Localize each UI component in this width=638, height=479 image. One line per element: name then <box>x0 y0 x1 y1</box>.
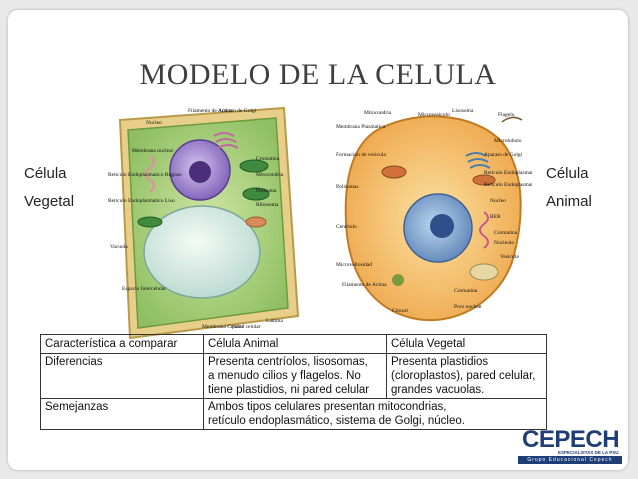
table-header-cell: Característica a comparar <box>40 334 204 354</box>
page-title: MODELO DE LA CELULA <box>139 58 497 91</box>
table-cell: Diferencias <box>40 353 204 399</box>
table-cell: Semejanzas <box>40 398 204 430</box>
lysosome <box>392 274 404 286</box>
diagram-label: Filamento de Actina <box>342 282 387 288</box>
diagram-label: Flagelo <box>498 112 515 118</box>
animal-caption-line-2: Animal <box>546 193 592 210</box>
diagram-label: Aparato de Golgi <box>484 152 523 158</box>
animal-cell-caption: Célula Animal <box>546 160 592 216</box>
diagram-label: Mitocondria <box>256 172 284 178</box>
diagram-label: Cromatina <box>494 230 518 236</box>
diagram-label: Reticulo Endoplasmatico Rugoso <box>484 182 532 188</box>
diagram-label: Vacuola <box>110 244 128 250</box>
vacuole <box>143 205 261 299</box>
table-header-cell: Célula Animal <box>203 334 387 354</box>
animal-cell-diagram: Mitocondria MicrovesiculoLisosomaFlageloM… <box>336 108 532 322</box>
plant-cell-caption: Célula Vegetal <box>24 160 74 216</box>
diagram-label: Espacio Intercelular <box>122 286 166 292</box>
nucleolus <box>189 161 211 183</box>
mitochondrion <box>381 165 407 179</box>
cell-line: Presenta centríolos, lisosomas, <box>208 356 368 368</box>
diagram-label: Cromatina <box>256 156 280 162</box>
chloroplast <box>242 187 270 201</box>
diagram-label: Reticulo Endoplasmatico Liso <box>484 170 532 176</box>
diagram-label: Formacion de vesicula <box>336 152 386 158</box>
diagram-label: Nucleo <box>490 198 506 204</box>
diagram-label: Reticulo Endoplasmatico Rugoso <box>108 172 182 178</box>
diagram-label: Cromatina <box>454 288 478 294</box>
table-cell: Ambos tipos celulares presentan mitocond… <box>203 398 547 430</box>
cepech-logo: CEPECH ESPECIALISTAS DE LA PSU Grupo Edu… <box>518 426 622 466</box>
cell-line: tiene plastidios, ni pared celular <box>208 384 370 396</box>
logo-bar: Grupo Educacional Cepech <box>518 456 622 464</box>
cell-line: (cloroplastos), pared celular, <box>391 370 536 382</box>
chloroplast <box>137 216 163 228</box>
diagram-label: Filamento de Actina <box>188 108 233 114</box>
logo-name: CEPECH <box>522 426 620 453</box>
rough-er <box>479 211 489 249</box>
mitochondrion <box>245 216 267 228</box>
vesicle <box>469 263 499 281</box>
table-row: Semejanzas Ambos tipos celulares present… <box>40 398 547 430</box>
diagram-label: pared celular <box>232 324 261 330</box>
diagram-label: Mitocondria <box>364 110 392 116</box>
chloroplast <box>239 159 269 173</box>
golgi-apparatus <box>465 152 491 169</box>
diagram-label: Membrana nuclear <box>132 148 174 154</box>
plant-caption-line-2: Vegetal <box>24 193 75 210</box>
diagram-label: Polisoma <box>256 188 277 194</box>
golgi-apparatus <box>213 132 239 149</box>
nucleolus <box>430 214 454 238</box>
slide: MODELO DE LA CELULA Célula Vegetal Célul… <box>8 10 628 470</box>
cell-line: grandes vacuolas. <box>391 384 485 396</box>
plant-caption-line-1: Célula <box>24 165 67 182</box>
rough-er <box>145 155 155 193</box>
diagram-label: Microtubulo <box>494 138 522 144</box>
diagram-label: Vesicula <box>500 254 519 260</box>
diagram-label: Lisosoma <box>452 108 474 114</box>
diagram-label: Ribosoma <box>256 202 279 208</box>
animal-caption-line-1: Célula <box>546 165 589 182</box>
table-cell: Presenta centríolos, lisosomas, a menudo… <box>203 353 387 399</box>
comparison-table: Característica a comparar Célula Animal … <box>40 334 547 430</box>
diagram-label: Microvesiculo <box>418 112 450 118</box>
diagram-label: Membrana Plasmatica <box>336 124 386 130</box>
diagram-label: Reticulo Endoplasmatico Liso <box>108 198 175 204</box>
diagram-label: Aparato de Golgi <box>218 108 257 114</box>
table-header-cell: Célula Vegetal <box>386 334 547 354</box>
diagram-label: Citosol <box>392 308 408 314</box>
diagram-label: Poro nuclear <box>454 304 482 310</box>
flagellum <box>501 116 523 123</box>
diagram-label: Microvellosidad <box>336 262 372 268</box>
diagram-label: Polisomas <box>336 184 359 190</box>
animal-cell-labels: Mitocondria MicrovesiculoLisosomaFlageloM… <box>336 108 532 314</box>
diagram-label: Lamina <box>266 318 283 324</box>
logo-tagline: ESPECIALISTAS DE LA PSU <box>558 450 619 455</box>
table-header-row: Característica a comparar Célula Animal … <box>40 334 547 354</box>
cell-line: retículo endoplasmático, sistema de Golg… <box>208 415 465 427</box>
mitochondrion <box>472 174 496 186</box>
table-row: Diferencias Presenta centríolos, lisosom… <box>40 353 547 399</box>
diagram-label: RER <box>490 214 501 220</box>
cell-line: a menudo cilios y flagelos. No <box>208 370 361 382</box>
diagram-label: Nucleolo <box>494 240 514 246</box>
diagram-label: Centriolo <box>336 224 357 230</box>
diagram-label: Membrana Celular <box>202 324 244 330</box>
diagram-label: Nucleo <box>146 120 162 126</box>
table-cell: Presenta plastidios (cloroplastos), pare… <box>386 353 547 399</box>
cell-line: Ambos tipos celulares presentan mitocond… <box>208 401 447 413</box>
cell-line: Presenta plastidios <box>391 356 489 368</box>
